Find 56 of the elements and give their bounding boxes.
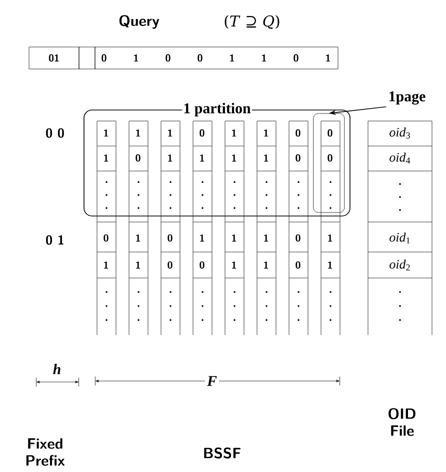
- bit-value: 0: [102, 54, 106, 62]
- bit-value: 1: [264, 234, 268, 242]
- bit-value: 0: [294, 54, 298, 62]
- oid-entry: oid$_{2}$: [390, 260, 410, 270]
- bit-value: 1: [200, 154, 204, 162]
- bit-value: 0: [166, 54, 170, 62]
- bit-value: 1: [232, 129, 236, 137]
- file-label: BSSF: [204, 448, 240, 459]
- bit-value: 1: [136, 129, 140, 137]
- file-label: OID File: [388, 408, 416, 436]
- bit-value: 0: [200, 129, 204, 137]
- bit-value: 0: [168, 234, 172, 242]
- dimension-label: F: [205, 374, 219, 388]
- title: Query: [119, 15, 160, 29]
- bit-value: 0: [136, 154, 140, 162]
- bit-value: 0: [296, 154, 300, 162]
- formula-text: (T ⊇ Q): [224, 15, 280, 29]
- bit-value: 0: [200, 261, 204, 269]
- bit-value: 1: [262, 54, 266, 62]
- file-label: Fixed Prefix: [26, 438, 65, 466]
- bit-value: 1: [328, 234, 332, 242]
- bit-value: 1: [232, 234, 236, 242]
- bit-value: 1: [264, 261, 268, 269]
- page-label: 1page: [390, 91, 426, 105]
- bit-value: 0: [104, 234, 108, 242]
- bit-value: 0: [168, 261, 172, 269]
- bit-value: 1: [230, 54, 234, 62]
- bit-value: 0: [198, 54, 202, 62]
- prefix-value: 0 1: [46, 235, 64, 245]
- oid-entry: oid$_{4}$: [390, 152, 410, 164]
- bit-value: 1: [136, 261, 140, 269]
- oid-entry: oid$_{3}$: [390, 128, 410, 138]
- bit-value: 1: [326, 54, 330, 62]
- page-box: [313, 113, 345, 213]
- bit-value: 0: [296, 261, 300, 269]
- bit-value: 1: [104, 261, 108, 269]
- bit-value: 1: [168, 129, 172, 137]
- bit-value: 1: [168, 154, 172, 162]
- bit-value: 1: [232, 261, 236, 269]
- bit-value: 0: [296, 234, 300, 242]
- prefix-value: 0 0: [46, 128, 64, 138]
- bit-value: 1: [104, 129, 108, 137]
- dimension-label: h: [50, 362, 64, 376]
- oid-entry: oid$_{1}$: [390, 232, 410, 244]
- bit-value: 1: [264, 129, 268, 137]
- bit-value: 1: [264, 154, 268, 162]
- bit-value: 0: [328, 154, 332, 162]
- bit-value: 1: [200, 234, 204, 242]
- bit-value: 01: [48, 54, 59, 62]
- bit-value: 1: [136, 234, 140, 242]
- bit-value: 1: [232, 154, 236, 162]
- bit-value: 0: [296, 129, 300, 137]
- bit-value: 1: [328, 261, 332, 269]
- bit-value: 1: [134, 54, 138, 62]
- bit-value: 1: [104, 154, 108, 162]
- bit-value: 0: [328, 129, 332, 137]
